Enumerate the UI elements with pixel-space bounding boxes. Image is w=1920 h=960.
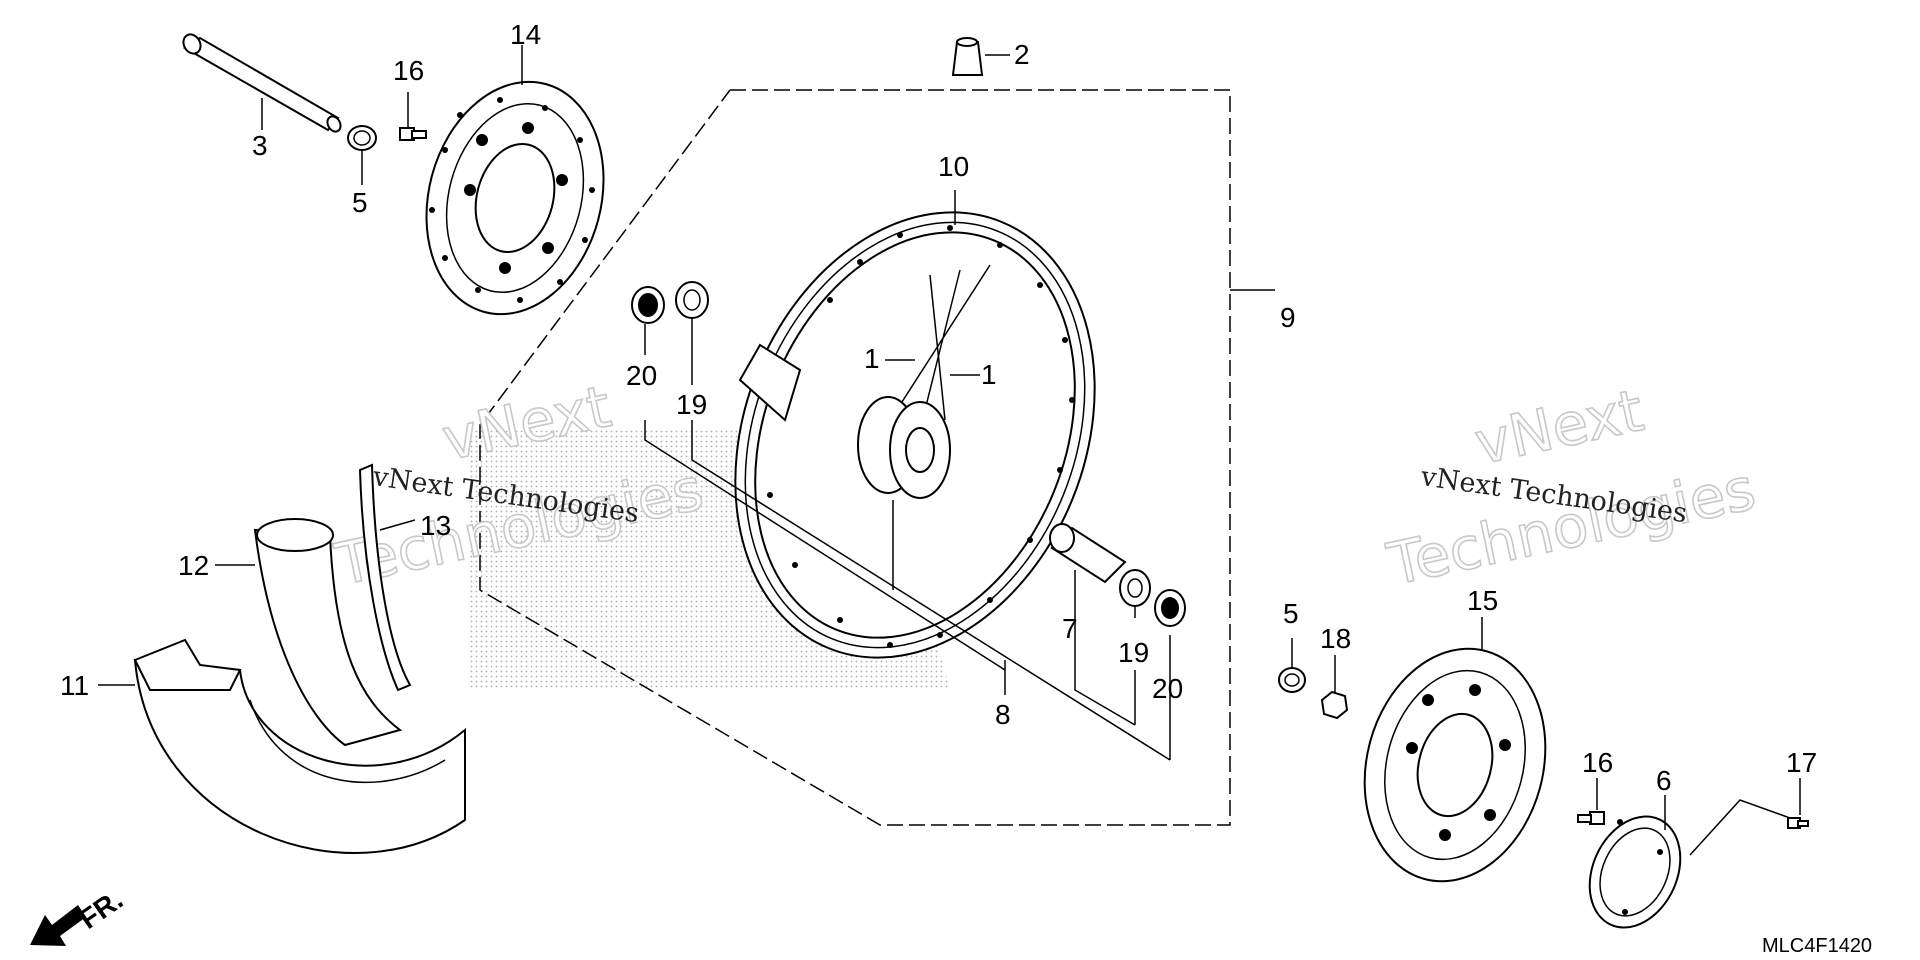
watermark-text: vNext — [1469, 376, 1649, 478]
callout-17: 17 — [1786, 747, 1817, 778]
screw — [1787, 817, 1809, 829]
callout-20: 20 — [1152, 673, 1183, 704]
axle-nut — [1320, 690, 1349, 720]
bearing-right — [1119, 569, 1151, 607]
rim-band — [358, 463, 412, 692]
callout-1: 1 — [981, 359, 997, 390]
tube — [253, 518, 403, 747]
leader-line — [379, 519, 416, 531]
callout-14: 14 — [510, 19, 541, 50]
collar-left — [347, 125, 377, 151]
front-direction-arrow: FR. — [30, 884, 128, 946]
collar-right — [1278, 667, 1306, 693]
direction-label: FR. — [74, 884, 129, 935]
callout-1: 1 — [864, 343, 880, 374]
callout-10: 10 — [938, 151, 969, 182]
callout-5: 5 — [352, 187, 368, 218]
callout-8: 8 — [995, 699, 1011, 730]
tire — [133, 638, 466, 854]
callout-11: 11 — [60, 670, 89, 701]
callout-20: 20 — [626, 360, 657, 391]
dust-seal-right — [1154, 589, 1186, 627]
brake-disc-right — [1363, 647, 1547, 883]
distance-collar — [1049, 523, 1127, 584]
bolt-right — [1577, 811, 1605, 825]
callout-5: 5 — [1283, 598, 1299, 629]
callout-3: 3 — [252, 130, 268, 161]
callout-7: 7 — [1062, 613, 1078, 644]
callout-15: 15 — [1467, 585, 1498, 616]
wheel-hub — [857, 396, 951, 590]
callout-16: 16 — [1582, 747, 1613, 778]
bearing-left — [675, 281, 709, 319]
leader-line — [691, 420, 1171, 761]
axle — [182, 33, 342, 133]
callout-6: 6 — [1656, 765, 1672, 796]
spokes — [899, 264, 991, 421]
callout-19: 19 — [676, 389, 707, 420]
leader-line — [1689, 799, 1791, 856]
callout-12: 12 — [178, 550, 209, 581]
callout-2: 2 — [1014, 39, 1030, 70]
callout-9: 9 — [1280, 302, 1296, 333]
brake-disc-left — [425, 80, 605, 316]
dust-seal-left — [631, 286, 665, 324]
valve-cap — [951, 37, 984, 76]
pulser-ring — [1588, 815, 1682, 929]
callout-13: 13 — [420, 510, 451, 541]
leader-line — [644, 420, 1006, 671]
diagram-code: MLC4F1420 — [1762, 935, 1872, 957]
callout-19: 19 — [1118, 637, 1149, 668]
callout-16: 16 — [393, 55, 424, 86]
callout-18: 18 — [1320, 623, 1351, 654]
bolt-left — [399, 127, 427, 141]
assembly-boundary — [479, 89, 1231, 826]
leader-line — [1074, 570, 1136, 726]
